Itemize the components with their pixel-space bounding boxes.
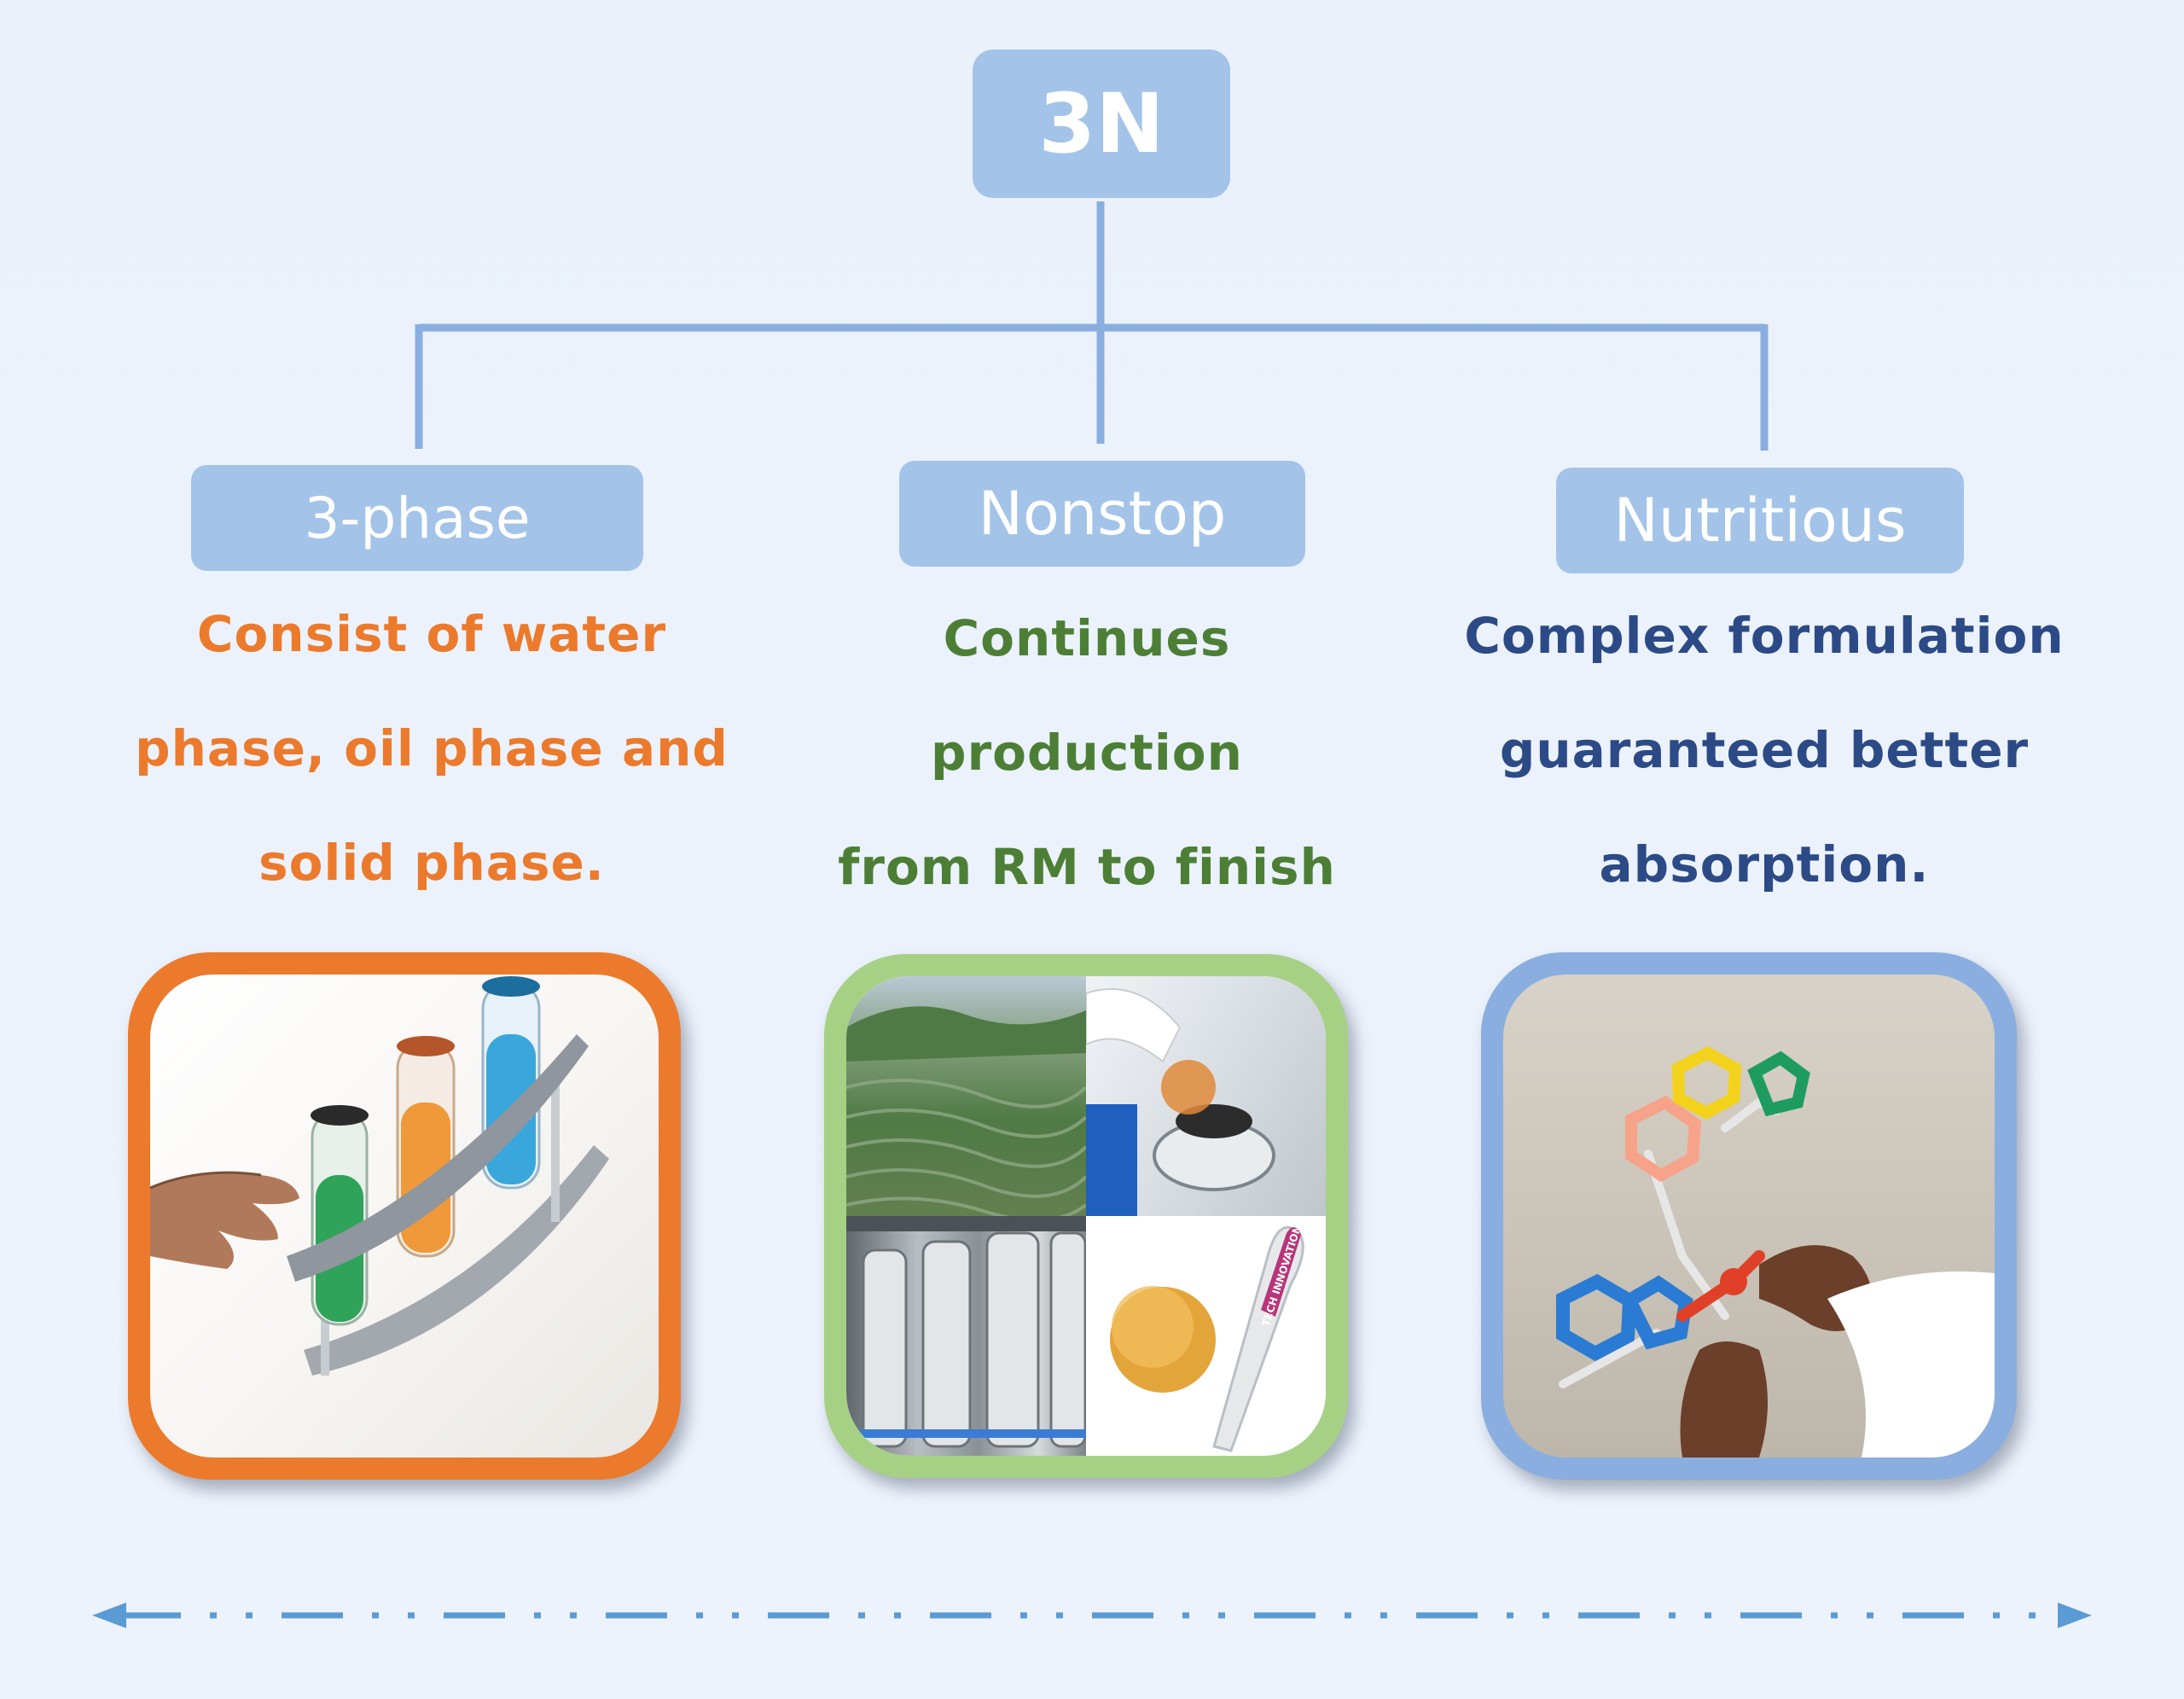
product-spoon-photo: TECH INNOVATION — [1086, 1216, 1326, 1456]
description-line: Consist of water — [196, 605, 667, 663]
description-line: phase, oil phase and — [135, 719, 729, 777]
molecule-model-photo — [1503, 975, 1995, 1458]
root-node-3n: 3N — [973, 49, 1230, 198]
test-tubes-photo — [150, 975, 659, 1458]
image-frame-3-phase — [128, 952, 681, 1480]
description-line: Continues production — [931, 609, 1243, 782]
production-collage-photo: TECH INNOVATION — [846, 976, 1326, 1456]
node-label-3-phase: 3-phase — [304, 485, 531, 551]
node-label-nonstop: Nonstop — [978, 479, 1227, 549]
test-tubes-illustration — [150, 976, 609, 1376]
node-nonstop: Nonstop — [899, 461, 1305, 567]
description-3-phase: Consist of water phase, oil phase and so… — [125, 577, 739, 920]
node-label-nutritious: Nutritious — [1613, 486, 1907, 556]
description-line: Complex formulation — [1464, 607, 2065, 665]
image-frame-nonstop: TECH INNOVATION — [824, 954, 1348, 1478]
description-line: guaranteed better — [1499, 721, 2030, 779]
molecule-illustration — [1556, 1046, 1995, 1458]
root-label: 3N — [1038, 76, 1165, 172]
description-line: from RM to finish — [838, 838, 1336, 896]
description-line: absorption. — [1599, 835, 1930, 893]
description-line: solid phase. — [258, 834, 605, 892]
arrow-head-left — [92, 1603, 126, 1628]
image-frame-nutritious — [1481, 952, 2017, 1480]
lab-equipment-photo — [1085, 976, 1326, 1216]
node-nutritious: Nutritious — [1556, 468, 1964, 573]
terraced-fields-photo — [846, 976, 1088, 1222]
steel-tanks-photo — [846, 1216, 1087, 1456]
node-3-phase: 3-phase — [191, 465, 643, 571]
arrow-head-right — [2058, 1603, 2092, 1628]
description-nutritious: Complex formulation guaranteed better ab… — [1457, 579, 2071, 922]
